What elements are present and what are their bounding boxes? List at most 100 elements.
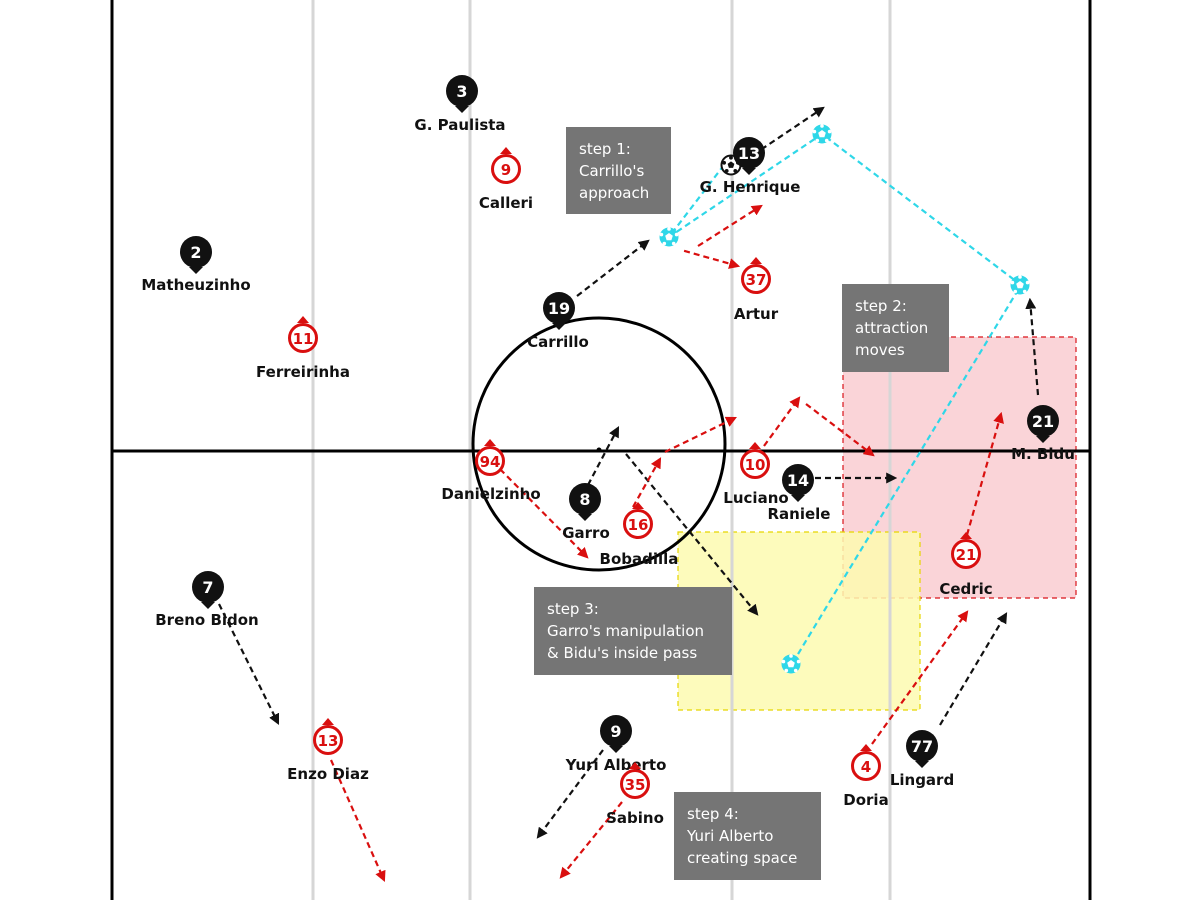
facing-arrow-icon [629, 762, 641, 769]
player-name: Garro [562, 524, 610, 542]
step-1-line-2: Carrillo's [579, 162, 645, 180]
black-runs [218, 106, 1040, 839]
player-name: Calleri [479, 194, 533, 212]
player-name: M. Bidu [1011, 445, 1075, 463]
player-marker [600, 715, 632, 747]
player-number: 3 [456, 82, 467, 101]
player-name: Raniele [768, 505, 831, 523]
player-marker [180, 236, 212, 268]
step-2-line-2: attraction [855, 319, 929, 337]
step-2-line-1: step 2: [855, 297, 907, 315]
black-player-gpaulista: 3 G. Paulista [414, 75, 506, 134]
facing-arrow-icon [1036, 436, 1050, 443]
player-marker [543, 292, 575, 324]
step-1-box: step 1: Carrillo's approach [566, 127, 671, 214]
player-marker [446, 75, 478, 107]
player-number: 77 [911, 737, 933, 756]
player-name: Sabino [606, 809, 664, 827]
facing-arrow-icon [632, 502, 644, 509]
player-marker [1027, 405, 1059, 437]
black-player-mbidu: 21M. Bidu [1011, 405, 1075, 463]
facing-arrow-icon [201, 602, 215, 609]
player-number: 4 [861, 758, 871, 776]
player-number: 7 [202, 578, 213, 597]
player-marker [475, 446, 505, 476]
step-3-line-2: Garro's manipulation [547, 622, 705, 640]
player-number: 8 [579, 490, 590, 509]
step-4-line-2: Yuri Alberto [687, 827, 774, 845]
player-name: G. Paulista [414, 116, 505, 134]
step-3-box: step 3: Garro's manipulation & Bidu's in… [534, 587, 732, 675]
player-number: 9 [610, 722, 621, 741]
step-4-line-1: step 4: [687, 805, 739, 823]
player-name: Enzo Diaz [287, 765, 369, 783]
player-number: 13 [738, 144, 760, 163]
player-name: G. Henrique [700, 178, 801, 196]
facing-arrow-icon [455, 106, 469, 113]
player-name: Cedric [939, 580, 992, 598]
player-name: Artur [734, 305, 779, 323]
facing-arrow-icon [609, 746, 623, 753]
player-number: 19 [548, 299, 570, 318]
player-marker [733, 137, 765, 169]
player-number: 35 [625, 776, 646, 794]
center-circle [471, 316, 727, 572]
player-marker [741, 264, 771, 294]
player-marker [906, 730, 938, 762]
player-name: Danielzinho [441, 485, 540, 503]
step-4-line-3: creating space [687, 849, 798, 867]
player-marker [851, 751, 881, 781]
player-marker [620, 769, 650, 799]
player-number: 14 [787, 471, 809, 490]
player-name: Yuri Alberto [565, 756, 667, 774]
facing-arrow-icon [552, 323, 566, 330]
player-number: 13 [318, 732, 339, 750]
step-1-line-1: step 1: [579, 140, 631, 158]
facing-arrow-icon [742, 168, 756, 175]
facing-arrow-icon [749, 442, 761, 449]
facing-arrow-icon [297, 316, 309, 323]
player-name: Bobadilla [600, 550, 679, 568]
player-number: 9 [501, 161, 511, 179]
player-number: 94 [480, 453, 501, 471]
player-number: 21 [956, 546, 977, 564]
facing-arrow-icon [578, 514, 592, 521]
player-marker [740, 449, 770, 479]
player-marker [951, 539, 981, 569]
step-3-line-3: & Bidu's inside pass [547, 644, 698, 662]
facing-arrow-icon [484, 439, 496, 446]
player-name: Ferreirinha [256, 363, 350, 381]
player-name: Lingard [890, 771, 954, 789]
player-marker [569, 483, 601, 515]
player-marker [192, 571, 224, 603]
player-marker [288, 323, 318, 353]
step-1-line-3: approach [579, 184, 650, 202]
facing-arrow-icon [791, 495, 805, 502]
player-name: Carrillo [527, 333, 589, 351]
player-number: 11 [293, 330, 314, 348]
facing-arrow-icon [750, 257, 762, 264]
facing-arrow-icon [860, 744, 872, 751]
player-marker [782, 464, 814, 496]
step-2-box: step 2: attraction moves [842, 284, 949, 372]
player-marker [313, 725, 343, 755]
player-name: Breno Bidon [155, 611, 259, 629]
red-runs [329, 204, 1004, 883]
player-marker [491, 154, 521, 184]
player-marker [623, 509, 653, 539]
